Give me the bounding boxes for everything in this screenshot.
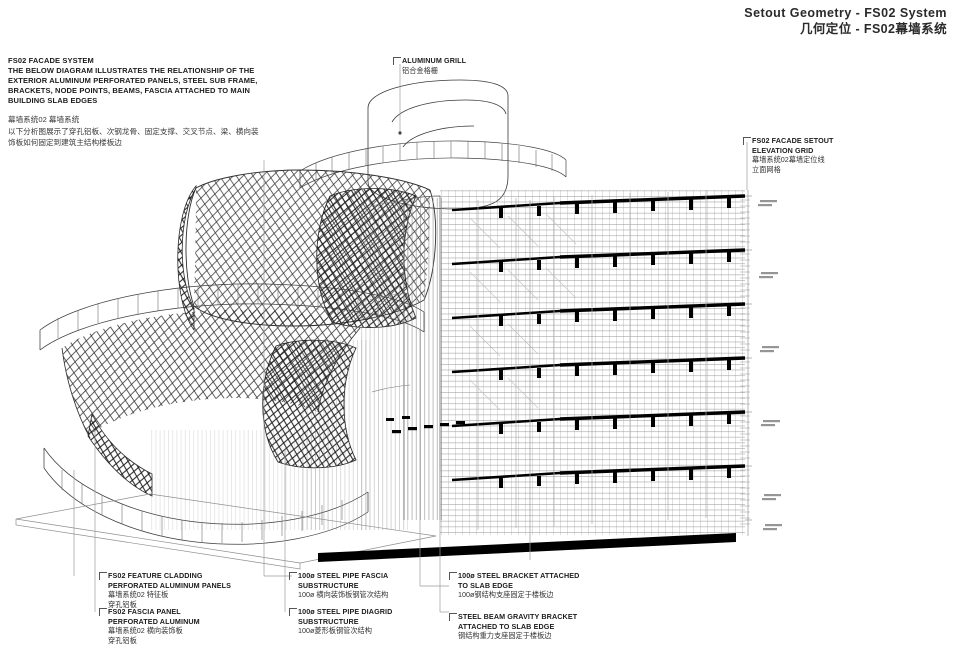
leader-tick-icon xyxy=(289,608,297,616)
elevation-level-labels xyxy=(758,200,782,531)
callout-steel-beam-gravity-bracket: STEEL BEAM GRAVITY BRACKET ATTACHED TO S… xyxy=(449,612,578,641)
note-body-en: THE BELOW DIAGRAM ILLUSTRATES THE RELATI… xyxy=(8,65,258,105)
curved-panel-bands xyxy=(369,200,411,393)
tower-mullion-field xyxy=(440,190,745,535)
lower-left-hyperboloid xyxy=(87,412,153,497)
facade-system-note: FS02 FACADE SYSTEM THE BELOW DIAGRAM ILL… xyxy=(8,56,270,148)
ground-plane xyxy=(15,493,437,570)
callout-steel-pipe-diagrid-substructure: 100ø STEEL PIPE DIAGRID SUBSTRUCTURE 100… xyxy=(289,607,393,636)
callout-steel-pipe-fascia-substructure: 100ø STEEL PIPE FASCIA SUBSTRUCTURE 100ø… xyxy=(289,571,389,600)
callout-gravity-bracket-cn: 钢结构重力支座固定于楼板边 xyxy=(458,631,552,641)
callout-steel-bracket-slab-edge: 100ø STEEL BRACKET ATTACHED TO SLAB EDGE… xyxy=(449,571,580,600)
node-point-diagonals xyxy=(469,213,577,411)
callout-pipe-diagrid-en: 100ø STEEL PIPE DIAGRID SUBSTRUCTURE xyxy=(298,607,393,626)
mid-right-hyperboloid-diagrid xyxy=(262,339,357,469)
leader-tick-icon xyxy=(449,572,457,580)
elevation-grid-scale xyxy=(745,190,752,536)
curved-slab-brackets xyxy=(386,416,465,434)
callout-fascia-panel-cn: 幕墙系统02 横向装饰板 穿孔铝板 xyxy=(108,626,183,645)
lower-rim-band xyxy=(43,447,369,545)
cladding-drum xyxy=(403,195,441,520)
leader-tick-icon xyxy=(99,572,107,580)
callout-aluminum-grill-cn: 铝合金格栅 xyxy=(402,65,438,75)
upper-diagrid-surface xyxy=(185,169,437,327)
callout-feature-cladding-cn: 幕墙系统02 特征板 穿孔铝板 xyxy=(108,590,169,609)
ground-datum-bar xyxy=(318,533,736,562)
leader-tick-icon xyxy=(449,613,457,621)
callout-gravity-bracket-en: STEEL BEAM GRAVITY BRACKET ATTACHED TO S… xyxy=(458,612,578,631)
mid-band-ribs xyxy=(57,284,399,338)
cladding-drum-mullions xyxy=(404,198,444,520)
slab-edges xyxy=(451,194,746,482)
sheet-title-cn: 几何定位 - FS02幕墙系统 xyxy=(800,22,947,36)
callout-steel-bracket-cn: 100ø钢结构支座固定于楼板边 xyxy=(458,590,554,600)
callout-elevation-grid-en: FS02 FACADE SETOUT ELEVATION GRID xyxy=(752,136,834,155)
left-hyperboloid-diagrid xyxy=(177,184,197,332)
callout-elevation-grid-cn: 幕墙系统02幕墙定位线 立面网格 xyxy=(752,155,825,174)
callout-pipe-fascia-cn: 100ø 横向装饰板钢管次结构 xyxy=(298,590,389,600)
callout-feature-cladding-en: FS02 FEATURE CLADDING PERFORATED ALUMINU… xyxy=(108,571,232,590)
lower-rim-ribs xyxy=(61,470,343,543)
elevation-hatch-field xyxy=(440,190,745,535)
mid-balcony-band xyxy=(39,283,425,351)
title-block: Setout Geometry - FS02 System 几何定位 - FS0… xyxy=(744,5,947,37)
callout-facade-setout-elevation-grid: FS02 FACADE SETOUT ELEVATION GRID 幕墙系统02… xyxy=(743,136,834,175)
callout-pipe-fascia-en: 100ø STEEL PIPE FASCIA SUBSTRUCTURE xyxy=(298,571,389,590)
elevation-level-ticks xyxy=(740,199,750,525)
lower-left-diagrid-surface xyxy=(61,309,361,439)
callout-feature-cladding: FS02 FEATURE CLADDING PERFORATED ALUMINU… xyxy=(99,571,232,610)
leader-tick-icon xyxy=(743,137,751,145)
upper-band-ribs xyxy=(315,141,553,180)
note-body-cn: 以下分析图展示了穿孔铝板、次钢龙骨、固定支撑、交叉节点、梁、横向装 饰板如何固定… xyxy=(8,126,259,147)
note-heading-en: FS02 FACADE SYSTEM xyxy=(8,56,94,65)
right-hyperboloid-diagrid xyxy=(316,188,417,328)
sheet-title-en: Setout Geometry - FS02 System xyxy=(744,6,947,20)
aluminum-grill-geometry xyxy=(367,79,509,210)
note-heading-cn: 幕墙系统02 幕墙系统 xyxy=(8,114,80,124)
steel-pipe-verticals xyxy=(477,190,707,530)
callout-pipe-diagrid-cn: 100ø菱形板钢管次结构 xyxy=(298,626,372,636)
upper-balcony-band xyxy=(299,140,567,189)
callout-aluminum-grill-en: ALUMINUM GRILL xyxy=(402,56,467,65)
gravity-brackets xyxy=(499,197,731,488)
leader-tick-icon xyxy=(289,572,297,580)
callout-fascia-panel: FS02 FASCIA PANEL PERFORATED ALUMINUM 幕墙… xyxy=(99,607,200,646)
callout-steel-bracket-en: 100ø STEEL BRACKET ATTACHED TO SLAB EDGE xyxy=(458,571,580,590)
leader-tick-icon xyxy=(393,57,401,65)
callout-fascia-panel-en: FS02 FASCIA PANEL PERFORATED ALUMINUM xyxy=(108,607,200,626)
callout-aluminum-grill: ALUMINUM GRILL 铝合金格栅 xyxy=(393,56,467,75)
leader-tick-icon xyxy=(99,608,107,616)
